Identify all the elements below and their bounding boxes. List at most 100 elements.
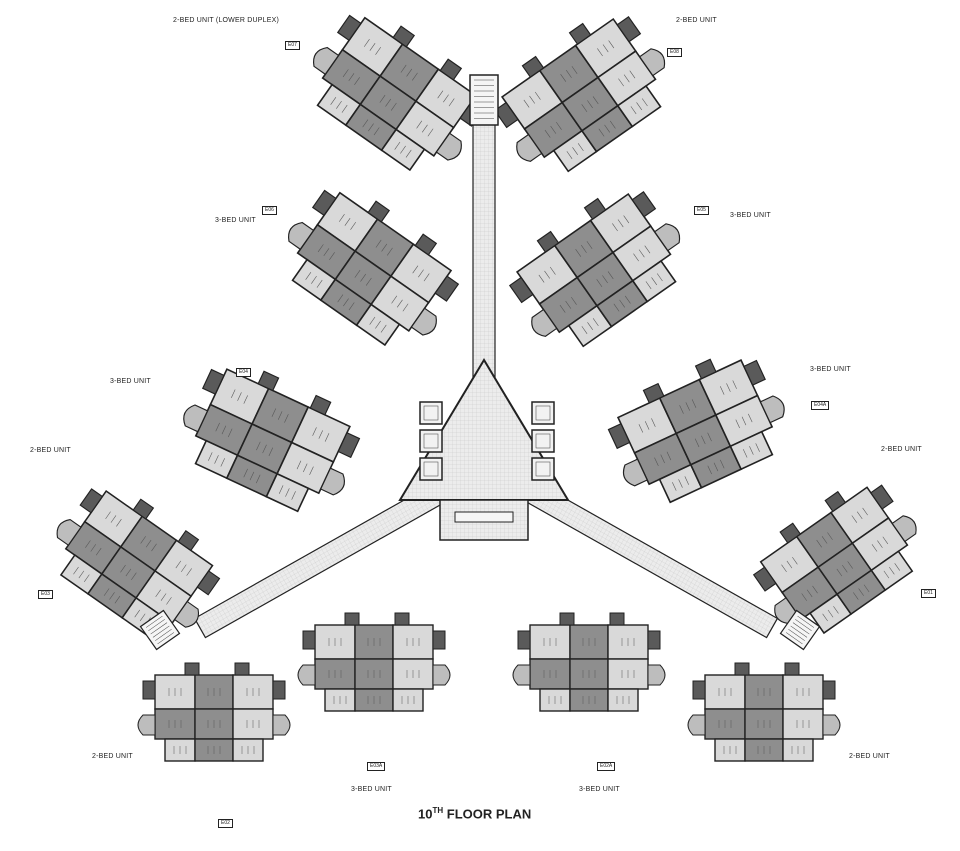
room-text-mark xyxy=(296,460,302,470)
room-text-mark xyxy=(448,98,455,107)
room-text-mark xyxy=(597,48,603,57)
stair-tread xyxy=(152,625,170,638)
room-text-mark xyxy=(354,77,360,85)
room-text-mark xyxy=(633,253,639,262)
unit-label-3bed-upper-right: 3-BED UNIT xyxy=(730,212,771,219)
balcony xyxy=(257,370,280,392)
room-text-mark xyxy=(418,269,424,278)
room-text-mark xyxy=(571,66,578,74)
room-text-mark xyxy=(291,491,296,500)
stair-tread xyxy=(155,628,172,641)
unit-label-2bed-top: 2-BED UNIT xyxy=(676,17,717,24)
balcony xyxy=(414,233,438,256)
balcony xyxy=(508,276,534,304)
room-text-mark xyxy=(214,455,219,464)
balcony xyxy=(779,522,802,544)
unit-code-tag: E03 xyxy=(38,590,53,599)
balcony xyxy=(439,58,463,81)
room-text-mark xyxy=(707,432,712,442)
bay-window xyxy=(297,664,316,686)
unit-label-3bed-left: 3-BED UNIT xyxy=(110,378,151,385)
unit-code-tag: E04 xyxy=(236,368,251,377)
room-text-mark xyxy=(691,399,697,408)
room-text-mark xyxy=(586,241,593,249)
bay-window xyxy=(759,395,785,424)
stair-tread xyxy=(795,619,812,632)
balcony xyxy=(607,422,631,450)
room-text-mark xyxy=(821,536,828,544)
room-text-mark xyxy=(243,468,248,478)
unit-code-tag: E06 xyxy=(262,206,277,215)
room-text-mark xyxy=(350,221,357,230)
room-text-mark xyxy=(427,128,434,137)
room-text-mark xyxy=(324,433,330,442)
balcony xyxy=(493,101,519,129)
room-text-mark xyxy=(309,466,314,476)
room-text-mark xyxy=(145,539,152,548)
bay-window xyxy=(638,48,666,77)
room-text-mark xyxy=(816,539,822,548)
bay-window xyxy=(531,308,558,337)
lift-car xyxy=(535,461,551,477)
room-text-mark xyxy=(666,451,672,461)
room-text-mark xyxy=(641,98,648,107)
room-text-mark xyxy=(638,424,644,433)
lift-car xyxy=(535,433,551,449)
room-text-mark xyxy=(638,249,645,258)
room-text-mark xyxy=(134,609,140,618)
room-text-mark xyxy=(318,430,323,439)
room-text-mark xyxy=(607,271,614,280)
room-text-mark xyxy=(116,519,122,527)
room-text-mark xyxy=(373,127,380,136)
balcony xyxy=(743,359,766,386)
bay-window xyxy=(319,467,346,496)
room-text-mark xyxy=(262,444,267,454)
unit-code-tag: E02A xyxy=(597,762,616,771)
room-text-mark xyxy=(390,102,397,111)
room-text-mark xyxy=(400,64,407,73)
room-text-mark xyxy=(619,299,626,308)
bay-window xyxy=(272,714,291,736)
balcony xyxy=(234,662,250,676)
room-text-mark xyxy=(125,568,132,577)
room-text-mark xyxy=(566,70,572,78)
room-text-mark xyxy=(341,104,348,113)
unit-code-tag: E07 xyxy=(285,41,300,50)
room-text-mark xyxy=(612,223,618,232)
room-text-mark xyxy=(95,547,102,556)
unit-label-2bed-bottom-right: 2-BED UNIT xyxy=(849,753,890,760)
room-text-mark xyxy=(672,482,677,491)
bay-window xyxy=(410,307,437,336)
balcony xyxy=(432,630,446,650)
unit-label-3bed-right: 3-BED UNIT xyxy=(810,366,851,373)
room-text-mark xyxy=(375,239,382,248)
balcony xyxy=(647,630,661,650)
room-text-mark xyxy=(883,570,890,579)
apartment-3bed-left xyxy=(183,368,361,513)
unit-label-2bed-right: 2-BED UNIT xyxy=(881,446,922,453)
balcony xyxy=(272,680,286,700)
room-text-mark xyxy=(822,613,828,622)
unit-label-duplex: 2-BED UNIT (LOWER DUPLEX) xyxy=(173,17,279,24)
unit-code-tag: E04A xyxy=(811,401,830,410)
room-text-mark xyxy=(604,124,611,133)
room-text-mark xyxy=(243,395,248,404)
room-text-mark xyxy=(678,479,683,488)
room-text-mark xyxy=(380,324,387,333)
room-text-mark xyxy=(853,592,859,600)
room-text-mark xyxy=(598,128,605,137)
balcony xyxy=(559,612,575,626)
room-text-mark xyxy=(336,100,342,109)
room-text-mark xyxy=(623,74,630,83)
room-text-mark xyxy=(862,507,868,516)
room-text-mark xyxy=(330,96,337,105)
room-text-mark xyxy=(856,511,863,520)
bay-window xyxy=(516,133,543,162)
balcony xyxy=(536,230,560,253)
lift xyxy=(531,401,555,425)
room-text-mark xyxy=(629,70,636,79)
room-text-mark xyxy=(679,405,684,414)
room-text-mark xyxy=(645,281,652,290)
room-text-mark xyxy=(394,141,401,150)
